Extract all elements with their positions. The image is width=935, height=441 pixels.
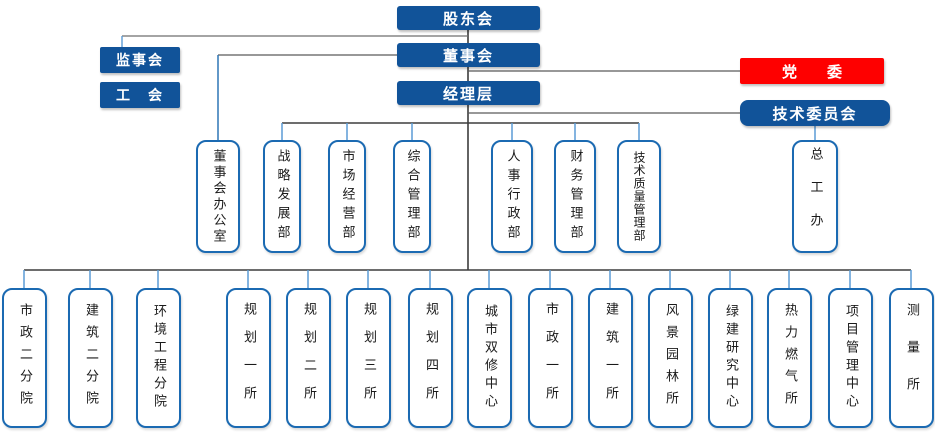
box-label: 市政一所 bbox=[543, 302, 558, 414]
box-label: 工 会 bbox=[116, 88, 164, 104]
org-box-urban-renewal-center: 城市双修中心 bbox=[467, 288, 512, 428]
box-label: 经理层 bbox=[442, 84, 494, 103]
org-box-hr-admin-dept: 人事行政部 bbox=[491, 140, 533, 253]
box-label: 财务管理部 bbox=[567, 149, 583, 244]
org-box-tech-quality-dept: 技术质量管理部 bbox=[617, 140, 661, 253]
box-label: 绿建研究中心 bbox=[723, 304, 738, 412]
org-box-chief-engineer-office: 总工办 bbox=[792, 140, 838, 253]
org-box-planning-institute-4: 规划四所 bbox=[408, 288, 453, 428]
org-box-architecture-institute-1: 建筑一所 bbox=[588, 288, 633, 428]
org-box-survey-institute: 测量所 bbox=[889, 288, 934, 428]
box-label: 技术委员会 bbox=[772, 104, 858, 123]
org-box-municipal-institute-1: 市政一所 bbox=[528, 288, 573, 428]
org-box-general-admin-dept: 综合管理部 bbox=[393, 140, 431, 253]
org-box-planning-institute-2: 规划二所 bbox=[286, 288, 331, 428]
org-box-board-office: 董事会办公室 bbox=[196, 140, 240, 253]
org-box-board: 董事会 bbox=[397, 43, 540, 67]
org-box-landscape-institute: 风景园林所 bbox=[648, 288, 693, 428]
box-label: 规划一所 bbox=[241, 302, 256, 414]
box-label: 市政二分院 bbox=[17, 303, 32, 413]
org-box-strategy-dept: 战略发展部 bbox=[263, 140, 301, 253]
box-label: 董事会 bbox=[442, 46, 494, 65]
box-label: 建筑二分院 bbox=[83, 303, 98, 413]
box-label: 规划三所 bbox=[361, 302, 376, 414]
box-label: 测量所 bbox=[904, 302, 919, 414]
org-box-tech-committee: 技术委员会 bbox=[740, 100, 890, 126]
org-box-supervisory-board: 监事会 bbox=[100, 47, 180, 73]
org-box-shareholders: 股东会 bbox=[397, 6, 540, 30]
org-box-planning-institute-3: 规划三所 bbox=[346, 288, 391, 428]
box-label: 热力燃气所 bbox=[782, 303, 797, 413]
org-box-management: 经理层 bbox=[397, 81, 540, 105]
box-label: 股东会 bbox=[442, 9, 494, 28]
box-label: 总工办 bbox=[807, 147, 823, 246]
org-box-municipal-branch-2: 市政二分院 bbox=[2, 288, 47, 428]
org-box-marketing-dept: 市场经营部 bbox=[328, 140, 366, 253]
box-label: 战略发展部 bbox=[274, 149, 290, 244]
box-label: 技术质量管理部 bbox=[632, 151, 646, 242]
box-label: 综合管理部 bbox=[404, 149, 420, 244]
box-label: 规划二所 bbox=[301, 302, 316, 414]
box-label: 规划四所 bbox=[423, 302, 438, 414]
org-box-party-committee: 党 委 bbox=[740, 58, 884, 84]
org-box-planning-institute-1: 规划一所 bbox=[226, 288, 271, 428]
box-label: 环境工程分院 bbox=[151, 304, 166, 412]
org-box-project-management-center: 项目管理中心 bbox=[828, 288, 873, 428]
org-box-finance-dept: 财务管理部 bbox=[554, 140, 596, 253]
org-box-labor-union: 工 会 bbox=[100, 82, 180, 108]
org-box-environment-engineering-branch: 环境工程分院 bbox=[136, 288, 181, 428]
box-label: 建筑一所 bbox=[603, 302, 618, 414]
box-label: 董事会办公室 bbox=[210, 148, 226, 245]
box-label: 人事行政部 bbox=[504, 149, 520, 244]
box-label: 项目管理中心 bbox=[843, 304, 858, 412]
box-label: 监事会 bbox=[116, 53, 164, 69]
box-label: 党 委 bbox=[781, 62, 842, 81]
org-box-thermal-gas-institute: 热力燃气所 bbox=[767, 288, 812, 428]
box-label: 风景园林所 bbox=[663, 303, 678, 413]
org-box-architecture-branch-2: 建筑二分院 bbox=[68, 288, 113, 428]
box-label: 市场经营部 bbox=[339, 149, 355, 244]
org-box-green-building-research-center: 绿建研究中心 bbox=[708, 288, 753, 428]
box-label: 城市双修中心 bbox=[482, 304, 497, 412]
